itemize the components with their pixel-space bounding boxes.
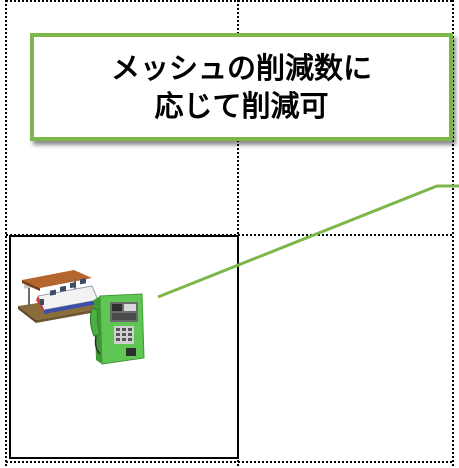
target-mesh-cell xyxy=(9,235,239,459)
callout-box: メッシュの削減数に 応じて削減可 xyxy=(30,33,453,141)
train-station-icon xyxy=(18,270,102,323)
callout-line-1: メッシュの削減数に xyxy=(110,51,372,85)
callout-line-2: 応じて削減可 xyxy=(154,89,329,123)
callout-connector xyxy=(157,184,459,299)
payphone-icon xyxy=(89,293,145,365)
